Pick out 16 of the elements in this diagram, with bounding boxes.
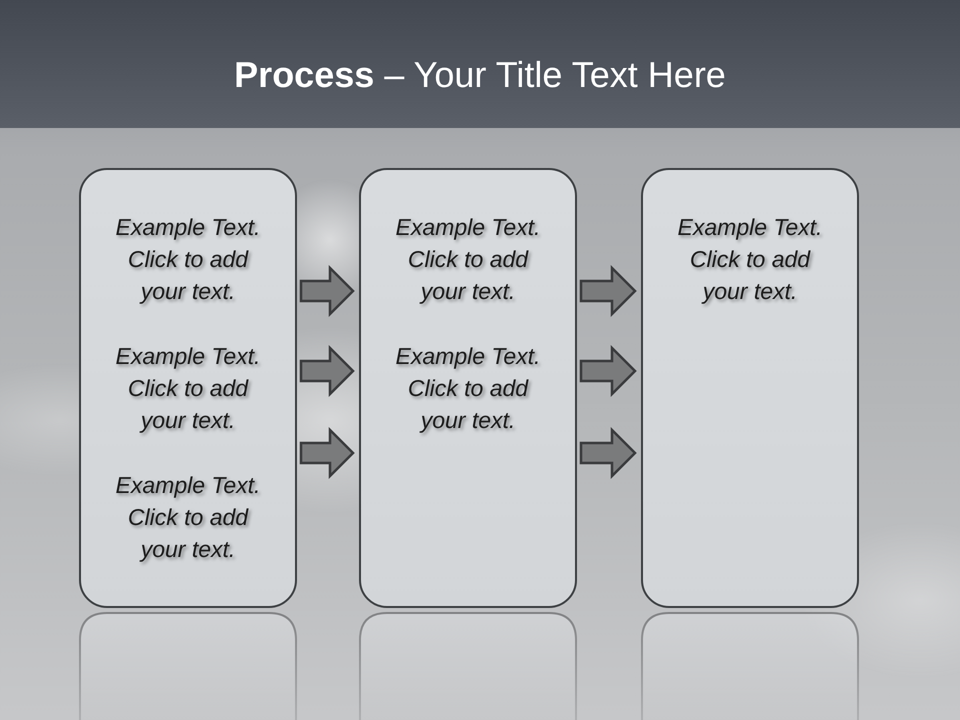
process-column bbox=[79, 168, 297, 608]
body-text: Example Text. Click to add your text. bbox=[114, 213, 262, 306]
block-arrow bbox=[580, 344, 637, 398]
body-text: Example Text. Click to add your text. bbox=[676, 213, 824, 306]
slide-title: Process – Your Title Text Here bbox=[234, 53, 726, 97]
body-text: Example Text. Click to add your text. bbox=[114, 471, 262, 564]
body-text: Example Text. Click to add your text. bbox=[394, 342, 542, 435]
process-column bbox=[359, 168, 577, 608]
block-arrow bbox=[300, 426, 355, 480]
block-arrow bbox=[580, 264, 637, 318]
block-arrow bbox=[300, 344, 355, 398]
body-text: Example Text. Click to add your text. bbox=[394, 213, 542, 306]
body-text: Example Text. Click to add your text. bbox=[114, 342, 262, 435]
process-column bbox=[641, 168, 859, 608]
block-arrow bbox=[580, 426, 637, 480]
block-arrow bbox=[300, 264, 355, 318]
